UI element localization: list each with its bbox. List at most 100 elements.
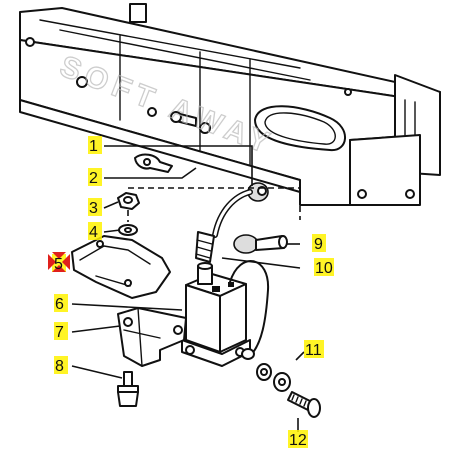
frame-hole (76, 76, 88, 88)
clip-body (134, 153, 173, 173)
bolt-12-thread (291, 394, 307, 407)
leader-11 (295, 351, 305, 361)
lead-grommet-hole (257, 186, 267, 196)
frame-hole (405, 189, 415, 199)
leader-1 (104, 145, 253, 186)
bracket-hole (173, 325, 183, 335)
callout-highlight (288, 430, 308, 448)
bracket-body (117, 307, 187, 367)
shield-plate-body (71, 235, 171, 299)
frame-bolt-head (170, 111, 182, 123)
coil-terminal (228, 282, 234, 287)
clip-hole (143, 158, 151, 166)
callout-numbers: 1 2 3 4 5 6 7 8 9 10 11 12 (54, 138, 333, 449)
selection-marker-left (48, 254, 56, 270)
selection-marker-bottom (52, 265, 66, 272)
leader-8 (71, 365, 123, 379)
washer-hole (124, 227, 132, 233)
coil-right-face (219, 283, 247, 353)
leader-lines (71, 145, 305, 432)
leader-6 (71, 303, 183, 311)
callout-2: 2 (89, 170, 98, 187)
chassis-frame (19, 3, 441, 206)
callout-1: 1 (89, 138, 98, 155)
part-bolt-8 (117, 371, 139, 407)
part-ignition-coil (181, 260, 270, 367)
callout-10: 10 (315, 260, 333, 277)
leader-2 (104, 167, 197, 179)
callout-highlights (52, 136, 334, 448)
part-bracket (117, 307, 187, 367)
callout-12: 12 (289, 432, 307, 449)
ht-lead-boot (195, 231, 215, 263)
frame-top-stud (129, 3, 147, 23)
coil-ht-tower-top (197, 262, 213, 270)
part-nut (117, 192, 140, 210)
frame-inner-ribs (39, 19, 311, 166)
callout-5: 5 (54, 256, 63, 273)
assembly-dash-line (128, 187, 301, 220)
bracket-hole (123, 317, 133, 327)
frame-lower-bracket (349, 134, 421, 206)
callout-8: 8 (55, 358, 64, 375)
part-washers-11 (256, 363, 291, 392)
ht-lead (195, 189, 253, 263)
callout-3: 3 (89, 200, 98, 217)
ht-lead-cable-core (213, 190, 252, 237)
callout-11: 11 (305, 342, 322, 359)
leader-10 (221, 257, 301, 269)
leader-7 (71, 325, 121, 333)
frame-hole (344, 88, 352, 96)
ht-lead-boot-ribs (195, 239, 213, 259)
callout-highlight (54, 322, 68, 340)
ht-lead-cable (212, 189, 253, 238)
callout-highlight (312, 234, 326, 252)
callout-6: 6 (55, 296, 64, 313)
frame-hole (199, 122, 211, 134)
callout-4: 4 (89, 224, 98, 241)
selection-marker-right (62, 254, 70, 270)
part-washer (118, 224, 138, 236)
selection-marker (48, 252, 70, 272)
frame-hole (357, 189, 367, 199)
cap-spout-end (278, 235, 288, 249)
coil-lt-lead-eyelet (241, 348, 255, 360)
part-shield-plate (71, 235, 171, 299)
bolt-12-head (307, 398, 321, 418)
frame-oval-cutout (254, 105, 346, 152)
callout-highlight (88, 168, 102, 186)
callout-highlight (54, 294, 68, 312)
selection-marker-top (52, 252, 66, 259)
callout-highlight (52, 254, 66, 272)
shield-plate-hole (124, 279, 132, 287)
frame-oval-inner (264, 112, 336, 145)
callout-9: 9 (314, 236, 323, 253)
part-bolt-12 (287, 391, 321, 418)
bolt-8-shank (123, 371, 133, 387)
callout-7: 7 (55, 324, 64, 341)
coil-terminal (212, 286, 220, 292)
callout-highlight (54, 356, 68, 374)
leader-3 (103, 201, 119, 209)
leader-4 (103, 229, 121, 233)
callout-highlight (314, 258, 334, 276)
callout-highlight (88, 222, 102, 240)
frame-hole (25, 37, 35, 47)
cap-body (233, 234, 259, 254)
washer-11b-hole (278, 378, 286, 386)
nut-hole (123, 196, 133, 204)
bolt-8-head (117, 391, 139, 407)
part-cap (233, 234, 288, 254)
part-clip (134, 153, 173, 173)
shield-plate-hole (96, 240, 104, 248)
bracket-fold (123, 307, 161, 367)
callout-highlight (88, 198, 102, 216)
coil-mount-hole (185, 345, 195, 355)
washer-11a-hole (260, 368, 268, 376)
coil-lt-lead (229, 260, 270, 357)
frame-hole (147, 107, 157, 117)
coil-left-face (185, 284, 221, 353)
callout-highlight (88, 136, 102, 154)
